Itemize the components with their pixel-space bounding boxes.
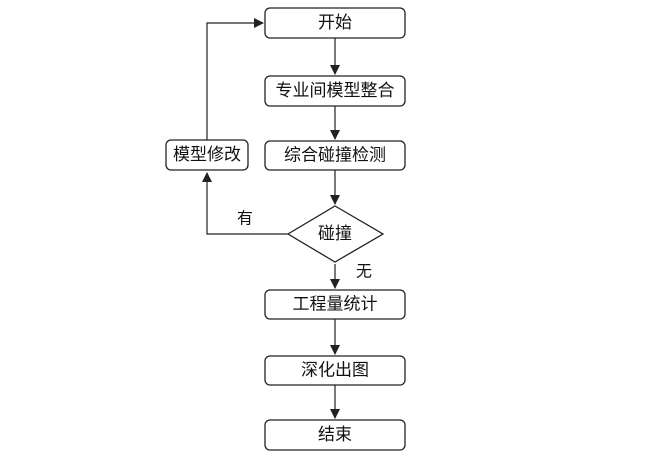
node-integrate: 专业间模型整合 — [264, 75, 406, 107]
node-integrate-label: 专业间模型整合 — [276, 81, 395, 101]
node-decision: 碰撞 — [286, 205, 385, 263]
edge-label-yes: 有 — [237, 209, 253, 228]
node-modify: 模型修改 — [165, 139, 249, 171]
arrow-decision-to-modify — [202, 172, 288, 235]
arrow-modify-to-start — [206, 18, 264, 140]
node-quantity-label: 工程量统计 — [293, 295, 378, 315]
edge-label-no: 无 — [356, 262, 372, 281]
node-modify-label: 模型修改 — [173, 145, 241, 165]
node-clash-detect: 综合碰撞检测 — [264, 140, 406, 171]
node-start-label: 开始 — [318, 13, 352, 33]
node-clash-detect-label: 综合碰撞检测 — [284, 146, 386, 166]
node-drawing-label: 深化出图 — [301, 361, 369, 381]
node-end-label: 结束 — [318, 425, 352, 445]
node-end: 结束 — [264, 419, 406, 451]
node-quantity: 工程量统计 — [264, 289, 406, 320]
node-start: 开始 — [264, 7, 406, 39]
node-drawing: 深化出图 — [264, 355, 406, 386]
node-decision-label: 碰撞 — [318, 224, 352, 244]
